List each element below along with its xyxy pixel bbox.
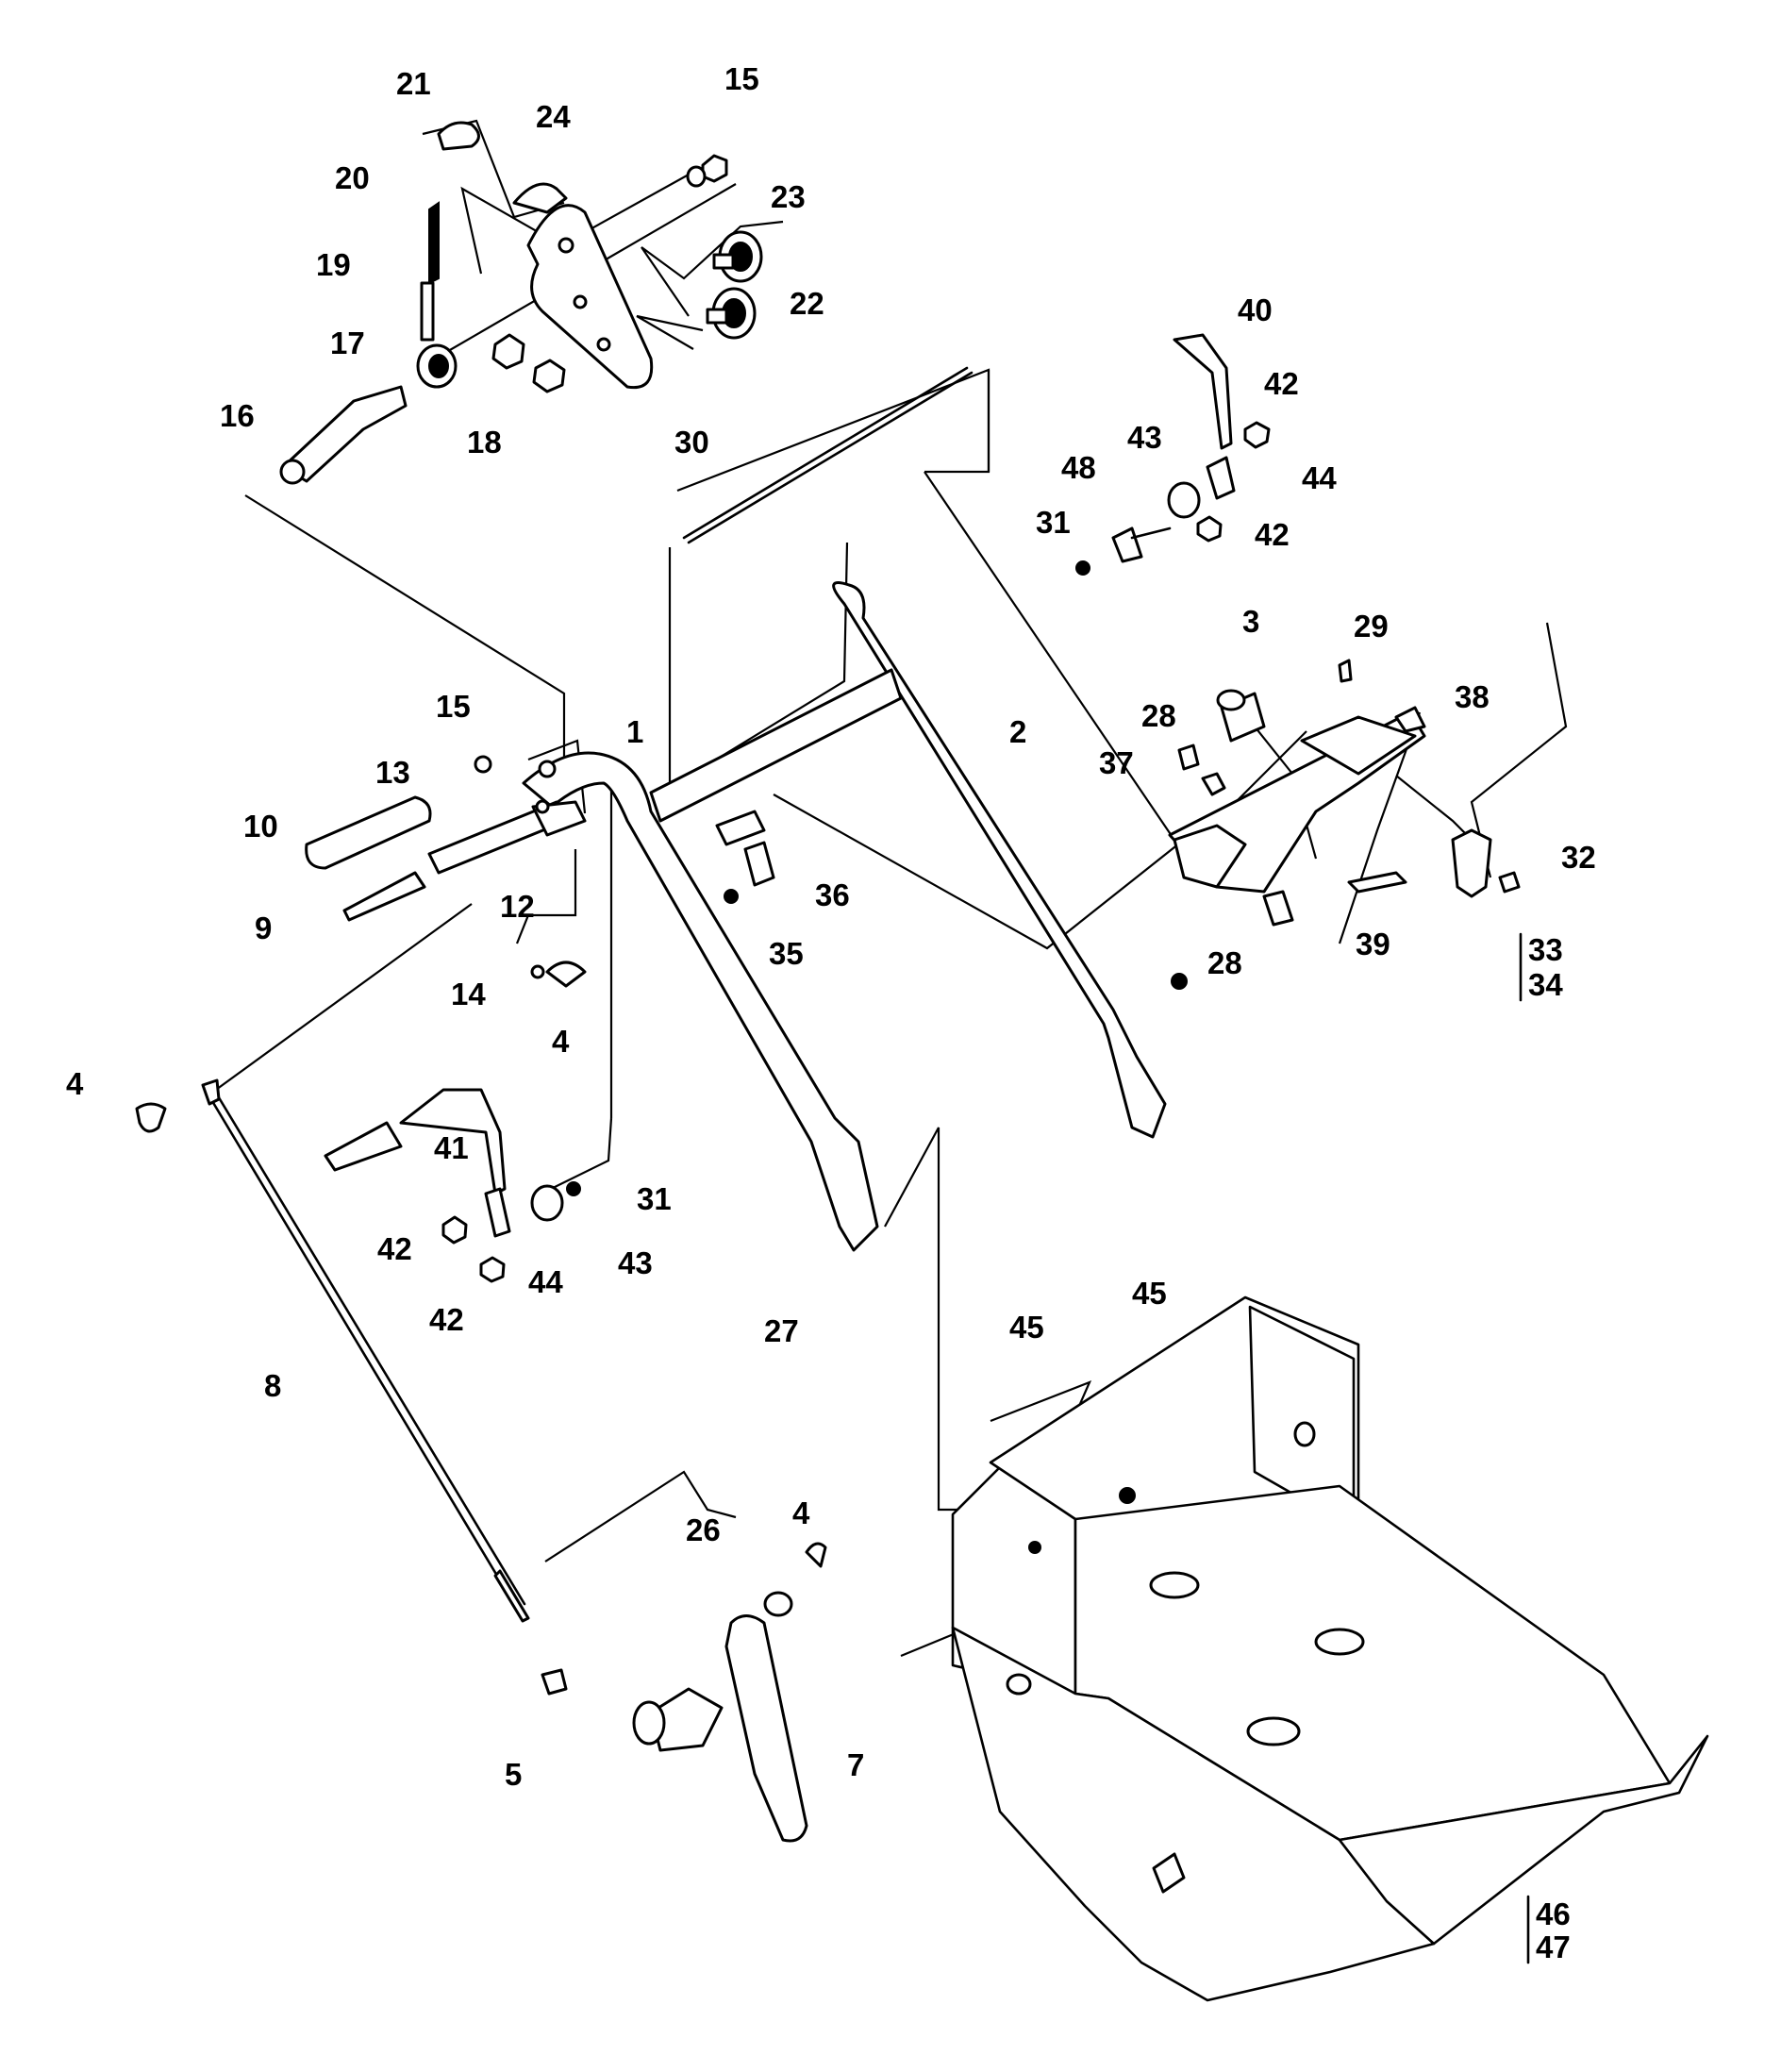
label-23: 23 [771, 179, 806, 214]
label-15-b: 15 [436, 689, 471, 724]
label-10: 10 [243, 809, 278, 844]
label-3: 3 [1242, 604, 1259, 639]
label-28-b: 28 [1207, 945, 1242, 980]
label-4-a: 4 [66, 1066, 84, 1101]
label-36: 36 [815, 877, 850, 912]
label-1: 1 [626, 714, 643, 749]
frame-assembly [951, 973, 1709, 2002]
label-29: 29 [1354, 609, 1389, 643]
label-22: 22 [790, 286, 824, 321]
label-24: 24 [536, 99, 571, 134]
label-42-b: 42 [1255, 517, 1290, 552]
pivot-lever-assembly [541, 1542, 827, 1843]
label-34: 34 [1528, 967, 1563, 1002]
control-plate-assembly [279, 121, 763, 485]
label-42-c: 42 [377, 1231, 412, 1266]
label-4-b: 4 [552, 1024, 570, 1059]
label-15-a: 15 [724, 61, 759, 96]
label-13: 13 [375, 755, 410, 790]
label-43-b: 43 [618, 1245, 653, 1280]
label-31-b: 31 [637, 1181, 672, 1216]
label-26: 26 [686, 1512, 721, 1547]
label-8: 8 [264, 1368, 281, 1403]
label-33: 33 [1528, 932, 1563, 967]
label-42-a: 42 [1264, 366, 1299, 401]
label-20: 20 [335, 160, 370, 195]
label-44-b: 44 [528, 1264, 563, 1299]
label-28-a: 28 [1141, 698, 1176, 733]
label-43-a: 43 [1127, 420, 1162, 455]
right-console-assembly [1168, 659, 1521, 927]
handle-assembly [201, 366, 1167, 1623]
label-42-d: 42 [429, 1302, 464, 1337]
label-47: 47 [1536, 1930, 1571, 1964]
label-9: 9 [255, 911, 272, 945]
label-32: 32 [1561, 840, 1596, 875]
label-31-a: 31 [1036, 505, 1071, 540]
label-18: 18 [467, 425, 502, 460]
label-44-a: 44 [1302, 460, 1337, 495]
label-16: 16 [220, 398, 255, 433]
label-41: 41 [434, 1130, 469, 1165]
callout-labels: 1 2 3 4 4 4 5 7 8 9 10 12 13 14 15 15 16… [66, 61, 1596, 1964]
label-12: 12 [500, 889, 535, 924]
label-45-b: 45 [1132, 1276, 1167, 1311]
label-46: 46 [1536, 1897, 1571, 1931]
label-30: 30 [674, 425, 709, 460]
label-brackets [1519, 932, 1530, 1964]
label-2: 2 [1009, 714, 1026, 749]
label-38: 38 [1455, 679, 1490, 714]
label-40: 40 [1238, 292, 1273, 327]
label-45-a: 45 [1009, 1310, 1044, 1345]
label-37: 37 [1099, 745, 1134, 780]
label-48: 48 [1061, 450, 1096, 485]
left-grip-assembly [135, 755, 587, 1133]
label-17: 17 [330, 326, 365, 360]
label-4-c: 4 [792, 1496, 810, 1530]
label-19: 19 [316, 247, 351, 282]
center-bracket-assembly [324, 333, 1271, 1283]
label-27: 27 [764, 1313, 799, 1348]
label-35: 35 [769, 936, 804, 971]
label-7: 7 [847, 1747, 864, 1782]
label-39: 39 [1356, 927, 1390, 961]
label-21: 21 [396, 66, 431, 101]
label-5: 5 [505, 1757, 522, 1792]
label-14: 14 [451, 977, 486, 1011]
